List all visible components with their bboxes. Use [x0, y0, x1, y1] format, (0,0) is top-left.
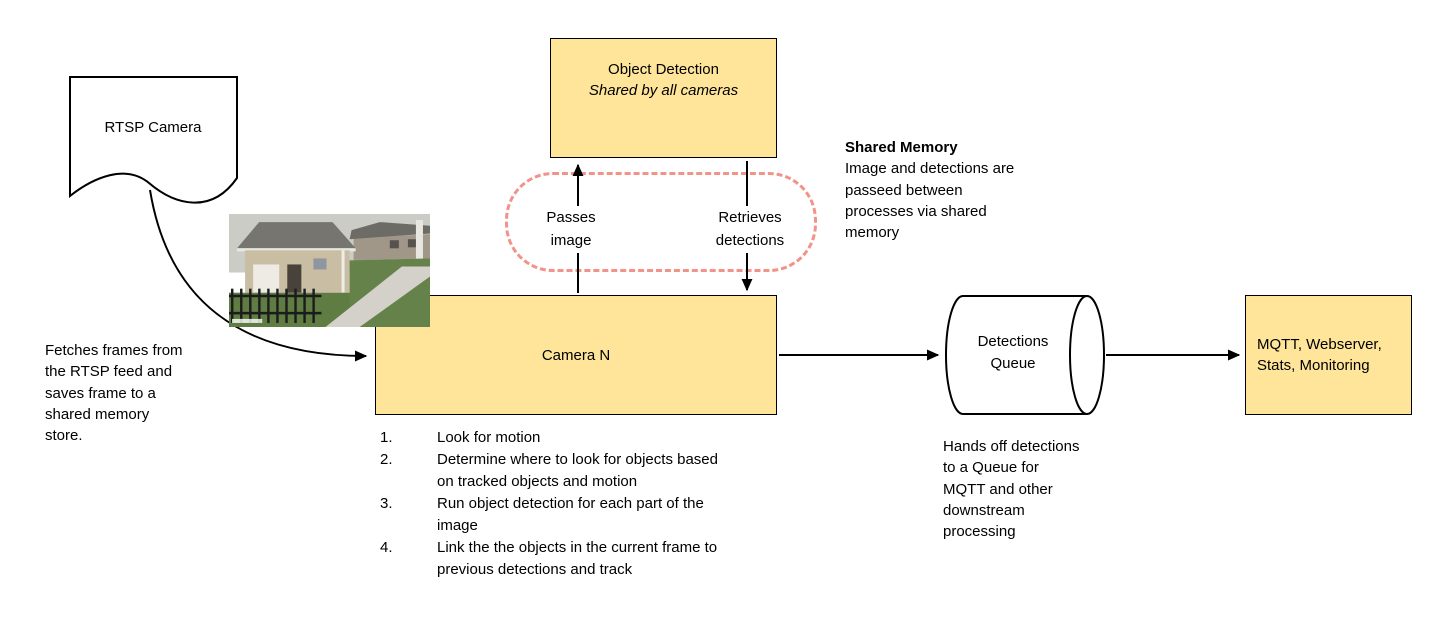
- step-number: 1.: [380, 429, 393, 446]
- camera-snapshot-scene: [229, 214, 430, 327]
- camera-step-3: 3. Run object detection for each part of…: [380, 493, 790, 537]
- mqtt-box: MQTT, Webserver, Stats, Monitoring: [1245, 295, 1412, 415]
- passes-image-label: Passes image: [536, 206, 606, 253]
- shared-memory-note: Shared Memory Image and detections are p…: [845, 137, 1030, 243]
- step-text: Run object detection for each part of th…: [437, 495, 704, 534]
- step-number: 3.: [380, 495, 393, 512]
- step-text: Link the the objects in the current fram…: [437, 539, 718, 578]
- step-text: Look for motion: [437, 429, 541, 446]
- queue-handoff-note: Hands off detections to a Queue for MQTT…: [943, 438, 1080, 541]
- detections-queue-label: Detections Queue: [977, 333, 1049, 372]
- retrieves-detections-label: Retrieves detections: [703, 206, 797, 253]
- step-text: Determine where to look for objects base…: [437, 451, 718, 490]
- object-detection-title: Object Detection: [608, 61, 719, 78]
- step-number: 2.: [380, 451, 393, 468]
- camera-n-box: Camera N: [375, 295, 777, 415]
- camera-step-2: 2. Determine where to look for objects b…: [380, 449, 790, 493]
- shared-memory-title: Shared Memory: [845, 139, 958, 156]
- camera-n-label: Camera N: [541, 346, 611, 364]
- object-detection-box: Object Detection Shared by all cameras: [550, 38, 777, 158]
- camera-step-4: 4. Link the the objects in the current f…: [380, 537, 790, 581]
- rtsp-camera-shape: [69, 76, 238, 204]
- rtsp-camera-label: RTSP Camera: [104, 119, 202, 136]
- object-detection-subtitle: Shared by all cameras: [588, 82, 739, 99]
- step-number: 4.: [380, 539, 393, 556]
- camera-snapshot-image: [229, 214, 430, 327]
- shared-memory-body: Image and detections are passeed between…: [845, 160, 1015, 242]
- detections-queue-cap: [1069, 295, 1088, 415]
- arrow-rtsp-to-camera: [149, 189, 368, 362]
- mqtt-label: MQTT, Webserver, Stats, Monitoring: [1257, 336, 1382, 374]
- fetch-frames-note: Fetches frames from the RTSP feed and sa…: [45, 342, 183, 445]
- shared-memory-dashed-region: [505, 172, 817, 272]
- camera-n-steps: 1. Look for motion 2. Determine where to…: [380, 427, 790, 581]
- camera-step-1: 1. Look for motion: [380, 427, 790, 449]
